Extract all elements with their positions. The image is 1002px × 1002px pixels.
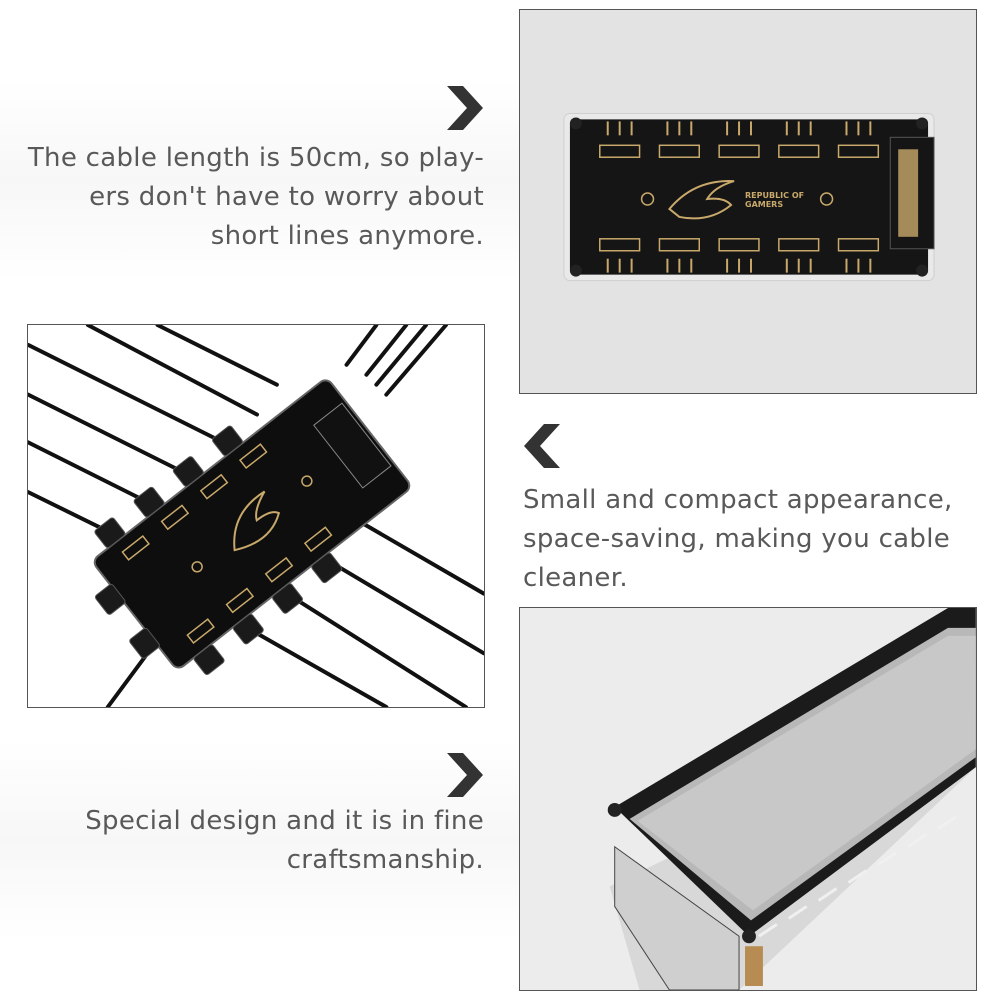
chevron-right-icon: [445, 753, 485, 797]
background-fade-top: [0, 80, 520, 280]
caption-compact-appearance: Small and compact appearance, space-savi…: [523, 481, 983, 598]
product-photo-side-angle: [519, 607, 977, 991]
board-print-text: REPUBLIC OF GAMERS: [745, 191, 805, 209]
caption-text: Small and compact appearance, space-savi…: [523, 485, 953, 593]
board-logo-text: REPUBLIC OF GAMERS: [745, 191, 817, 209]
caption-special-design: Special design and it is in fine craftsm…: [14, 802, 484, 880]
caption-cable-length: The cable length is 50cm, so play-ers do…: [14, 139, 484, 256]
product-photo-top-view: [519, 9, 977, 394]
caption-text: The cable length is 50cm, so play-ers do…: [27, 143, 484, 251]
product-photo-with-cables: [27, 324, 485, 708]
background-fade-bottom: [0, 740, 520, 940]
chevron-right-icon: [445, 86, 485, 130]
caption-text: Special design and it is in fine craftsm…: [85, 806, 484, 875]
chevron-left-icon: [522, 424, 562, 468]
